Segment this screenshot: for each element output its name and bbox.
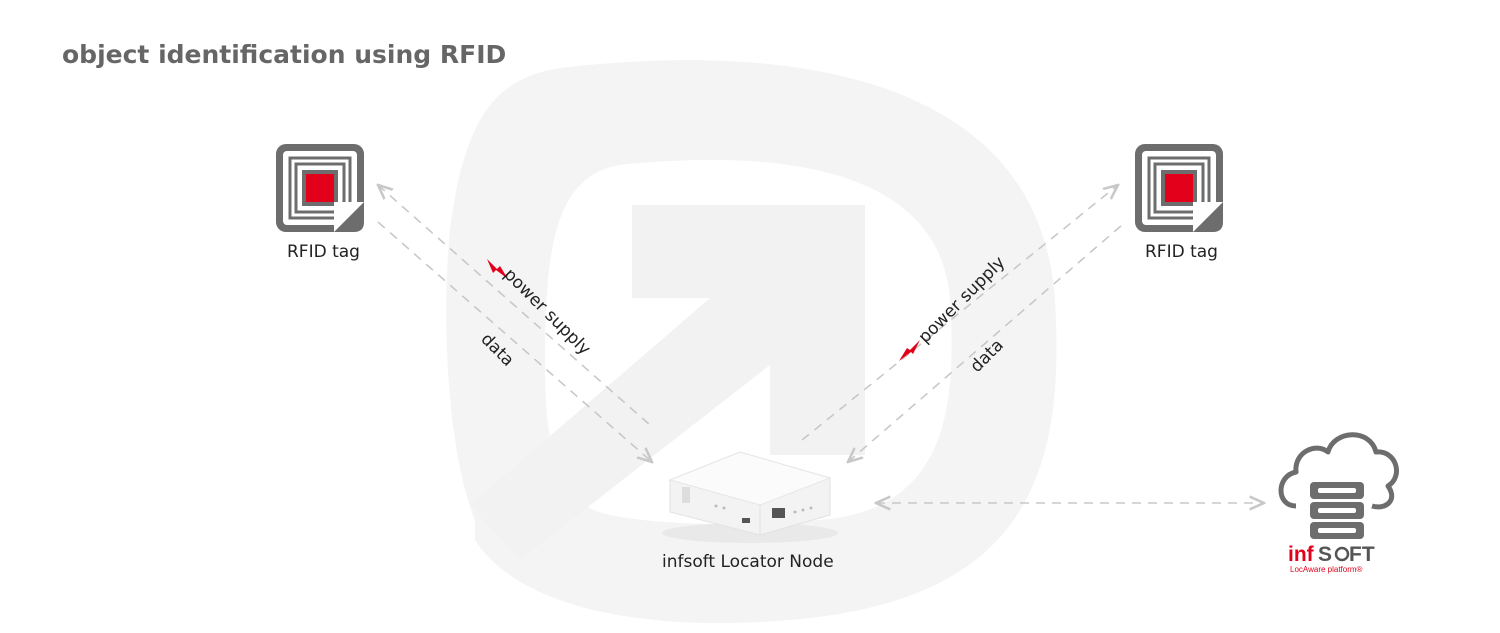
rfid-tag-icon-left (276, 144, 364, 232)
rfid-tag-icon-right (1135, 144, 1223, 232)
brand-inf: inf (1288, 543, 1315, 566)
page-title: object identification using RFID (62, 40, 507, 69)
lightning-icon-right (899, 340, 920, 361)
watermark-logo (446, 60, 1057, 624)
brand-ft: FT (1349, 543, 1375, 566)
link-right-power (801, 185, 1118, 441)
link-left-power (378, 185, 651, 426)
brand-s: S (1318, 543, 1332, 566)
link-left-data (377, 221, 652, 462)
link-right-data (848, 224, 1123, 462)
lightning-icon-left (487, 259, 508, 279)
rfid-tag-label-right: RFID tag (1145, 242, 1218, 262)
locator-node-label: infsoft Locator Node (662, 552, 834, 572)
brand-locaware: LocAware platform® (1290, 565, 1363, 574)
rfid-tag-label-left: RFID tag (287, 242, 360, 262)
cloud-server-icon (1278, 432, 1399, 539)
infsoft-logo: inf S FT LocAware platform® (1288, 543, 1375, 574)
locator-node-device (662, 451, 838, 543)
